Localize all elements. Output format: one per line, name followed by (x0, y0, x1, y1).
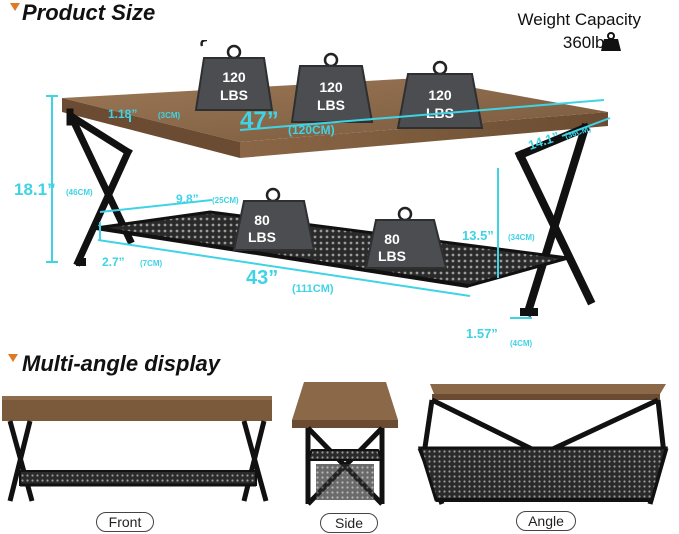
weight-icon (601, 32, 621, 51)
weight-capacity-label: Weight Capacity (518, 9, 641, 30)
dim-length-bottom: 43” (246, 267, 278, 289)
weight-top-1: 120 LBS (194, 40, 274, 111)
dim-height-sub: (46CM) (66, 188, 93, 197)
view-label-side-text: Side (334, 515, 364, 531)
tabletop-edge (62, 98, 240, 158)
weight-top-2: 120 LBS (290, 52, 374, 123)
weight-capacity-value: 360lbs (563, 32, 613, 53)
front-view-image (2, 396, 272, 502)
dim-line-length-top (239, 99, 605, 131)
weight-top-3: 120 LBS (396, 60, 484, 129)
dim-height: 18.1” (14, 180, 56, 199)
view-label-front-text: Front (108, 514, 142, 530)
weight-label-top-2b: LBS (317, 97, 345, 113)
weight-label-bottom-2a: 80 (384, 231, 400, 247)
weight-label-top-1a: 120 (222, 69, 246, 85)
dim-line-length-bottom (97, 239, 471, 297)
left-frame (66, 108, 135, 267)
weight-label-bottom-1a: 80 (254, 212, 270, 228)
view-label-front: Front (96, 512, 154, 532)
dim-clearance-sub: (7CM) (140, 259, 163, 268)
product-size-diagram: 120 LBS 120 LBS 120 LBS 80 LBS 80 LBS (14, 40, 611, 348)
dim-clearance: 2.7” (102, 255, 125, 269)
dim-shelf-height: 13.5” (462, 228, 494, 243)
weight-label-top-3a: 120 (428, 87, 452, 103)
right-frame (514, 122, 596, 318)
dim-length-top: 47” (240, 107, 279, 134)
multi-angle-title: Multi-angle display (22, 351, 221, 376)
weight-capacity-line1: Weight Capacity (517, 10, 641, 29)
dim-top-thickness-sub: (3CM) (158, 111, 181, 120)
weight-label-top-2a: 120 (319, 79, 343, 95)
dim-line-depth (561, 117, 611, 137)
dim-shelf-depth-sub: (25CM) (212, 196, 239, 205)
dim-leg-width-sub: (4CM) (510, 339, 533, 348)
side-view-image (292, 382, 398, 506)
dim-length-bottom-sub: (111CM) (292, 283, 334, 295)
section-marker-icon-2 (8, 354, 18, 362)
weight-label-bottom-1b: LBS (248, 229, 276, 245)
weight-label-bottom-2b: LBS (378, 248, 406, 264)
weight-capacity-line2: 360lbs (562, 33, 613, 52)
angle-view-image (417, 384, 669, 505)
dim-length-top-sub: (120CM) (288, 123, 335, 137)
view-label-angle: Angle (516, 511, 576, 531)
dim-top-thickness: 1.18” (108, 107, 137, 121)
weight-label-top-1b: LBS (220, 87, 248, 103)
weight-bottom-2: 80 LBS (364, 206, 448, 269)
view-label-side: Side (320, 513, 378, 533)
view-label-angle-text: Angle (528, 513, 564, 529)
dim-line-shelf-depth (99, 199, 213, 213)
dim-shelf-height-sub: (34CM) (508, 233, 535, 242)
weight-bottom-1: 80 LBS (232, 187, 316, 251)
product-size-title: Product Size (22, 0, 156, 25)
section-marker-icon (10, 3, 20, 11)
dim-leg-width: 1.57” (466, 326, 498, 341)
dim-shelf-depth: 9.8” (176, 192, 199, 206)
